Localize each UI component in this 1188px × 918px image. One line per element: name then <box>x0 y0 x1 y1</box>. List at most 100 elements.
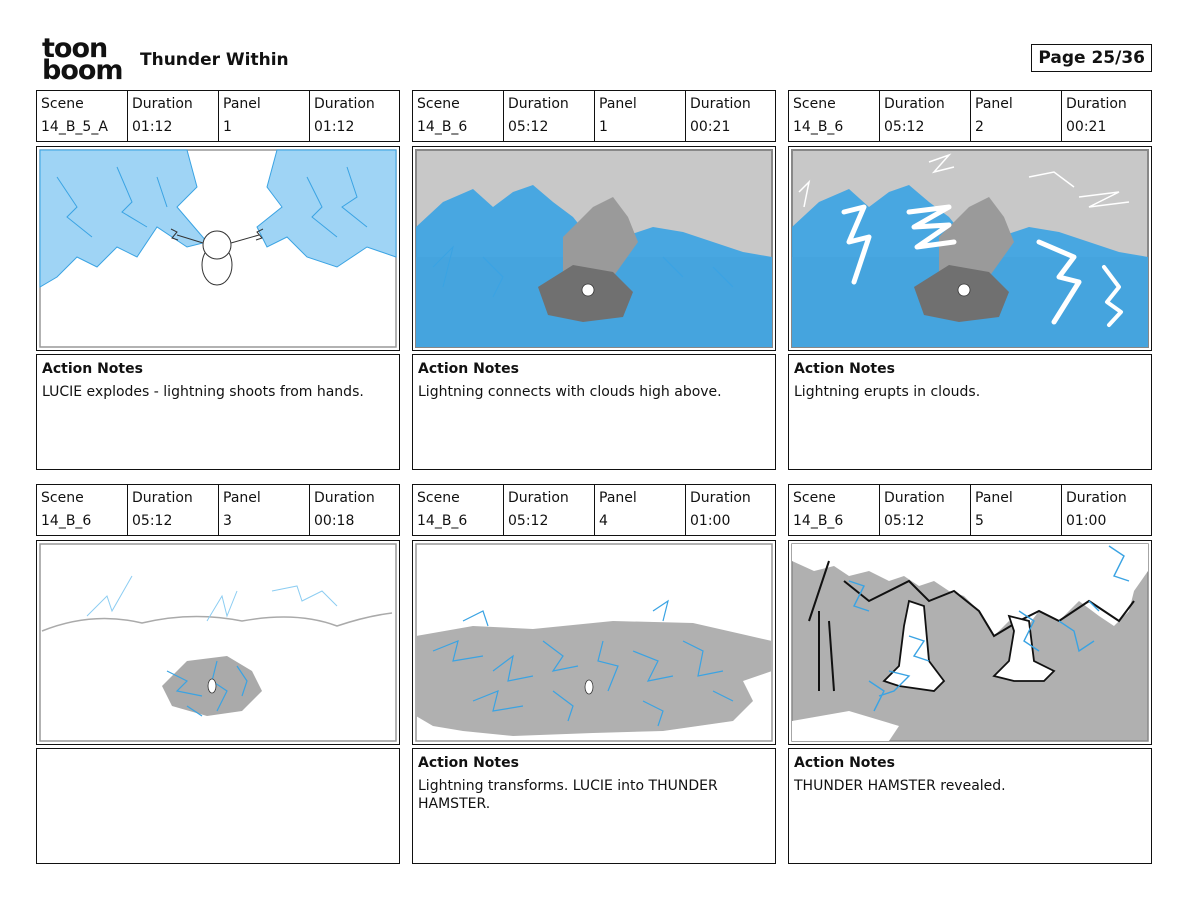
scene-duration-value: 05:12 <box>508 513 549 529</box>
panel-cell: Panel 2 <box>971 91 1062 141</box>
panel-image <box>36 146 400 351</box>
panel-meta: Scene 14_B_6 Duration 05:12 Panel 3 Dura… <box>36 484 400 536</box>
action-notes-text: LUCIE explodes - lightning shoots from h… <box>42 384 364 400</box>
panel-value: 4 <box>599 513 608 529</box>
scene-value: 14_B_6 <box>417 119 468 135</box>
panel-duration-value: 01:00 <box>690 513 731 529</box>
panel-label: Panel <box>599 96 637 112</box>
toonboom-logo: toon boom <box>36 33 128 86</box>
scene-value: 14_B_6 <box>41 513 92 529</box>
sketch-lightning-transforms <box>415 543 773 742</box>
panel-duration-label: Duration <box>1066 96 1127 112</box>
logo-text-top: toon <box>42 33 108 64</box>
panel-cell: Panel 5 <box>971 485 1062 535</box>
panel-image <box>412 146 776 351</box>
panel-cell: Panel 4 <box>595 485 686 535</box>
scene-duration-label: Duration <box>884 490 945 506</box>
panel-duration-value: 01:12 <box>314 119 355 135</box>
panel-value: 1 <box>599 119 608 135</box>
panel-cell: Panel 1 <box>595 91 686 141</box>
project-title: Thunder Within <box>140 50 289 70</box>
panel-duration-cell: Duration 00:21 <box>1062 91 1151 141</box>
panel-duration-label: Duration <box>314 96 375 112</box>
page-number: Page 25/36 <box>1031 44 1152 72</box>
panel-duration-value: 00:21 <box>690 119 731 135</box>
panel-duration-label: Duration <box>690 96 751 112</box>
scene-duration-value: 05:12 <box>132 513 173 529</box>
scene-cell: Scene 14_B_6 <box>413 485 504 535</box>
scene-duration-label: Duration <box>132 96 193 112</box>
action-notes <box>36 748 400 864</box>
scene-duration-value: 05:12 <box>508 119 549 135</box>
panel-label: Panel <box>975 490 1013 506</box>
scene-cell: Scene 14_B_6 <box>37 485 128 535</box>
sketch-lucie-explodes <box>39 149 397 348</box>
action-notes-title: Action Notes <box>418 361 519 377</box>
scene-value: 14_B_6 <box>793 119 844 135</box>
action-notes: Action Notes LUCIE explodes - lightning … <box>36 354 400 470</box>
scene-duration-value: 05:12 <box>884 513 925 529</box>
scene-label: Scene <box>793 96 836 112</box>
panel-duration-value: 00:21 <box>1066 119 1107 135</box>
scene-label: Scene <box>417 96 460 112</box>
panel-duration-cell: Duration 00:18 <box>310 485 399 535</box>
scene-duration-value: 01:12 <box>132 119 173 135</box>
action-notes-text: Lightning connects with clouds high abov… <box>418 384 722 400</box>
scene-value: 14_B_6 <box>417 513 468 529</box>
scene-label: Scene <box>793 490 836 506</box>
panel-label: Panel <box>599 490 637 506</box>
scene-duration-cell: Duration 05:12 <box>880 91 971 141</box>
scene-duration-cell: Duration 01:12 <box>128 91 219 141</box>
action-notes: Action Notes THUNDER HAMSTER revealed. <box>788 748 1152 864</box>
panel-cell: Panel 3 <box>219 485 310 535</box>
scene-duration-cell: Duration 05:12 <box>880 485 971 535</box>
panel-duration-label: Duration <box>1066 490 1127 506</box>
logo-text-bottom: boom <box>42 55 124 86</box>
scene-cell: Scene 14_B_5_A <box>37 91 128 141</box>
scene-value: 14_B_6 <box>793 513 844 529</box>
panel-image <box>412 540 776 745</box>
page-header: toon boom Thunder Within Page 25/36 <box>36 33 1152 86</box>
panel-duration-cell: Duration 01:12 <box>310 91 399 141</box>
action-notes: Action Notes Lightning transforms. LUCIE… <box>412 748 776 864</box>
action-notes-title: Action Notes <box>42 361 143 377</box>
action-notes-title: Action Notes <box>794 755 895 771</box>
scene-duration-label: Duration <box>132 490 193 506</box>
panel-value: 3 <box>223 513 232 529</box>
action-notes-title: Action Notes <box>418 755 519 771</box>
action-notes: Action Notes Lightning connects with clo… <box>412 354 776 470</box>
panel-meta: Scene 14_B_6 Duration 05:12 Panel 2 Dura… <box>788 90 1152 142</box>
scene-duration-cell: Duration 05:12 <box>128 485 219 535</box>
scene-duration-value: 05:12 <box>884 119 925 135</box>
panel-value: 2 <box>975 119 984 135</box>
panel-label: Panel <box>975 96 1013 112</box>
scene-cell: Scene 14_B_6 <box>789 91 880 141</box>
action-notes-text: Lightning transforms. LUCIE into THUNDER… <box>418 778 718 812</box>
panel-duration-cell: Duration 01:00 <box>1062 485 1151 535</box>
panel-image <box>788 540 1152 745</box>
panel-meta: Scene 14_B_6 Duration 05:12 Panel 1 Dura… <box>412 90 776 142</box>
panel-label: Panel <box>223 490 261 506</box>
sketch-lightning-erupts <box>791 149 1149 348</box>
scene-cell: Scene 14_B_6 <box>413 91 504 141</box>
action-notes-text: Lightning erupts in clouds. <box>794 384 981 400</box>
panel-duration-value: 00:18 <box>314 513 355 529</box>
panel-meta: Scene 14_B_6 Duration 05:12 Panel 4 Dura… <box>412 484 776 536</box>
scene-duration-label: Duration <box>884 96 945 112</box>
panel-duration-label: Duration <box>314 490 375 506</box>
scene-value: 14_B_5_A <box>41 119 108 135</box>
scene-cell: Scene 14_B_6 <box>789 485 880 535</box>
scene-label: Scene <box>417 490 460 506</box>
panel-value: 5 <box>975 513 984 529</box>
panel-duration-cell: Duration 01:00 <box>686 485 775 535</box>
panel-cell: Panel 1 <box>219 91 310 141</box>
action-notes-text: THUNDER HAMSTER revealed. <box>794 778 1006 794</box>
scene-duration-cell: Duration 05:12 <box>504 91 595 141</box>
panel-label: Panel <box>223 96 261 112</box>
sketch-lucie-on-cloud <box>39 543 397 742</box>
action-notes-title: Action Notes <box>794 361 895 377</box>
scene-label: Scene <box>41 96 84 112</box>
panel-meta: Scene 14_B_5_A Duration 01:12 Panel 1 Du… <box>36 90 400 142</box>
sketch-lightning-connects <box>415 149 773 348</box>
panel-value: 1 <box>223 119 232 135</box>
